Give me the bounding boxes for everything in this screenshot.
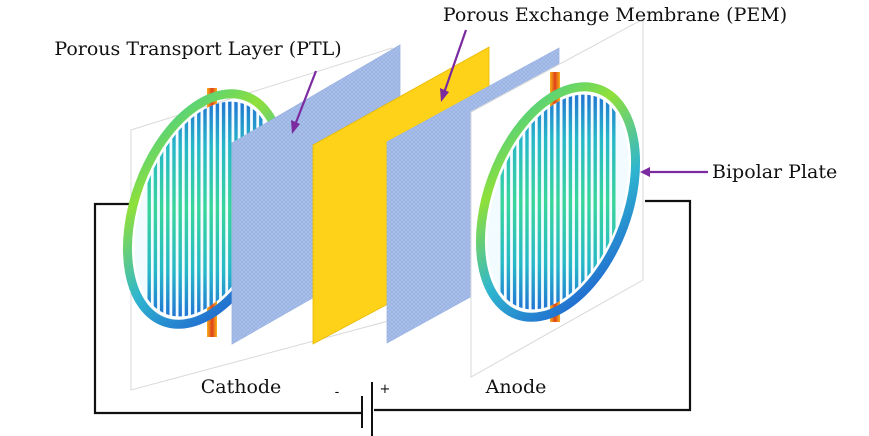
anode-flow-channel [556, 77, 560, 327]
anode-flow-channel [525, 77, 529, 327]
ptl-arrow-head [291, 120, 300, 134]
cathode-flow-channel [159, 84, 164, 334]
anode-flow-channel [612, 77, 616, 327]
minus-terminal-label: - [335, 385, 340, 400]
anode-flow-channel [562, 77, 566, 327]
anode-wire [374, 199, 692, 412]
cathode-flow-channel [184, 84, 189, 334]
external-circuit [93, 199, 692, 415]
anode-flow-channel [581, 77, 585, 327]
anode-flow-channel [574, 77, 579, 327]
pem-pointer-arrow [442, 29, 468, 94]
cathode-flow-channel [172, 84, 176, 334]
anode-flow-channel [587, 77, 591, 327]
cathode-flow-channel [203, 84, 207, 334]
anode-label: Anode [485, 376, 547, 398]
cathode-flow-channel [221, 84, 226, 334]
cathode-flow-channel [228, 84, 232, 334]
anode-flow-channel [500, 77, 504, 327]
cathode-flow-channel [178, 84, 182, 334]
plus-terminal-label: + [380, 382, 391, 397]
bipolar-plate-label: Bipolar Plate [712, 161, 837, 183]
pem-arrow-head [440, 88, 449, 102]
pointer-arrow-icon [291, 29, 708, 177]
cathode-flow-channel [166, 84, 170, 334]
cathode-flow-channel [190, 84, 195, 334]
cathode-flow-channel [215, 84, 220, 334]
cathode-label: Cathode [201, 376, 282, 398]
cathode-inlet-port [207, 88, 217, 123]
battery-symbol-icon: - + [335, 382, 391, 436]
anode-flow-channel [593, 77, 597, 327]
anode-bipolar-plate [470, 18, 644, 378]
anode-flow-channel [599, 77, 604, 327]
anode-flow-channel [512, 77, 517, 327]
anode-flow-channel [531, 77, 535, 327]
ptl-pointer-arrow [293, 70, 318, 126]
anode-flow-channel [506, 77, 511, 327]
pem-label: Porous Exchange Membrane (PEM) [443, 4, 787, 26]
anode-flow-channel [543, 77, 548, 327]
bipolar-arrow-head [640, 167, 650, 177]
anode-flow-channel [568, 77, 573, 327]
cathode-flow-channel [153, 84, 158, 334]
anode-flow-channel [605, 77, 610, 327]
cathode-flow-channel [209, 84, 213, 334]
ptl-label: Porous Transport Layer (PTL) [54, 38, 341, 60]
cathode-flow-channel [197, 84, 201, 334]
anode-flow-channel [550, 77, 554, 327]
anode-flow-field-ring [475, 82, 641, 322]
cathode-flow-channel [147, 84, 151, 334]
cathode-wire [93, 202, 362, 415]
anode-flow-channel [519, 77, 523, 327]
anode-flow-channel [537, 77, 542, 327]
